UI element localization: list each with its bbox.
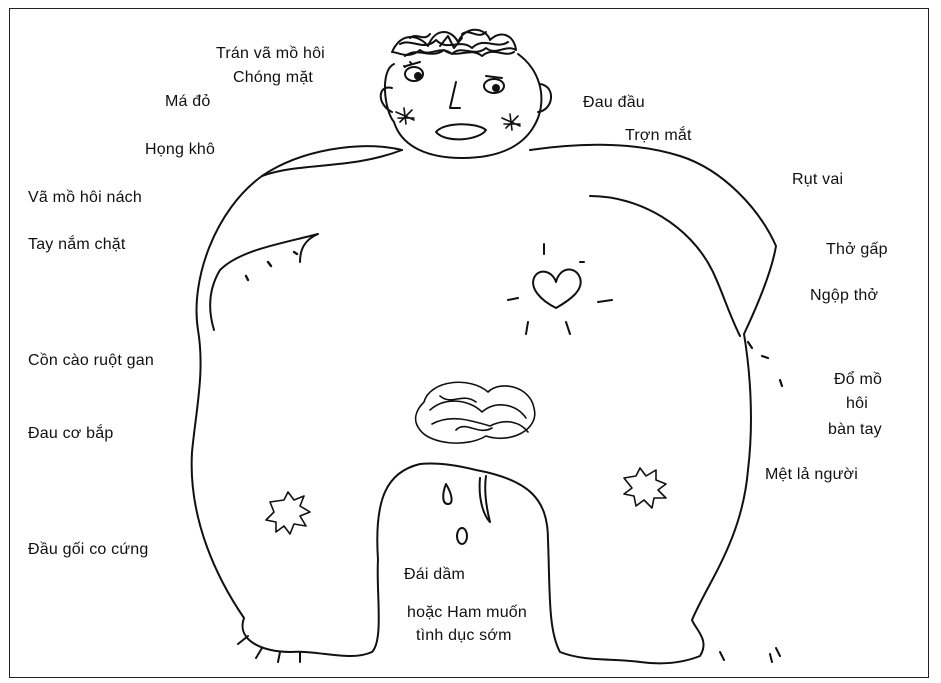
label-red-cheeks: Má đỏ (165, 92, 210, 112)
label-sweaty-palms-2: hôi (846, 394, 868, 414)
label-breathlessness: Ngộp thở (810, 286, 878, 306)
label-early-desire-1: hoặc Ham muốn (407, 603, 527, 623)
heart-rays (508, 244, 612, 334)
label-bedwetting: Đái dầm (404, 565, 465, 585)
pain-burst-right (624, 468, 666, 508)
heart (533, 269, 581, 308)
pain-burst-left (266, 492, 310, 534)
mouth (436, 124, 486, 139)
label-early-desire-2: tình dục sớm (416, 626, 512, 646)
label-exhaustion: Mệt lả người (765, 465, 858, 485)
stomach-scribble (416, 382, 535, 443)
label-dizziness: Chóng mặt (233, 68, 313, 88)
label-sweaty-palms-3: bàn tay (828, 420, 882, 440)
label-headache: Đau đầu (583, 93, 645, 113)
label-muscle-pain: Đau cơ bắp (28, 424, 113, 444)
body-outline (192, 145, 776, 664)
label-dry-throat: Họng khô (145, 140, 215, 160)
cheek-marks (396, 108, 520, 130)
label-sweaty-forehead: Trán vã mồ hôi (216, 44, 325, 64)
urine-drops (443, 476, 490, 544)
label-stiff-knees: Đầu gối co cứng (28, 540, 148, 560)
label-rapid-breathing: Thở gấp (826, 240, 888, 260)
right-arm-inner (590, 196, 740, 336)
label-wide-eyes: Trợn mắt (625, 126, 692, 146)
hair-scribble (392, 30, 516, 56)
left-arm-inner (210, 150, 402, 330)
label-clenched-fists: Tay nắm chặt (28, 235, 126, 255)
label-hunched-shoulders: Rụt vai (792, 170, 843, 190)
nose (450, 82, 460, 108)
label-churning-stomach: Cồn cào ruột gan (28, 351, 154, 371)
label-sweaty-armpits: Vã mồ hôi nách (28, 188, 142, 208)
label-sweaty-palms-1: Đổ mồ (834, 370, 882, 390)
right-toes (720, 648, 780, 662)
